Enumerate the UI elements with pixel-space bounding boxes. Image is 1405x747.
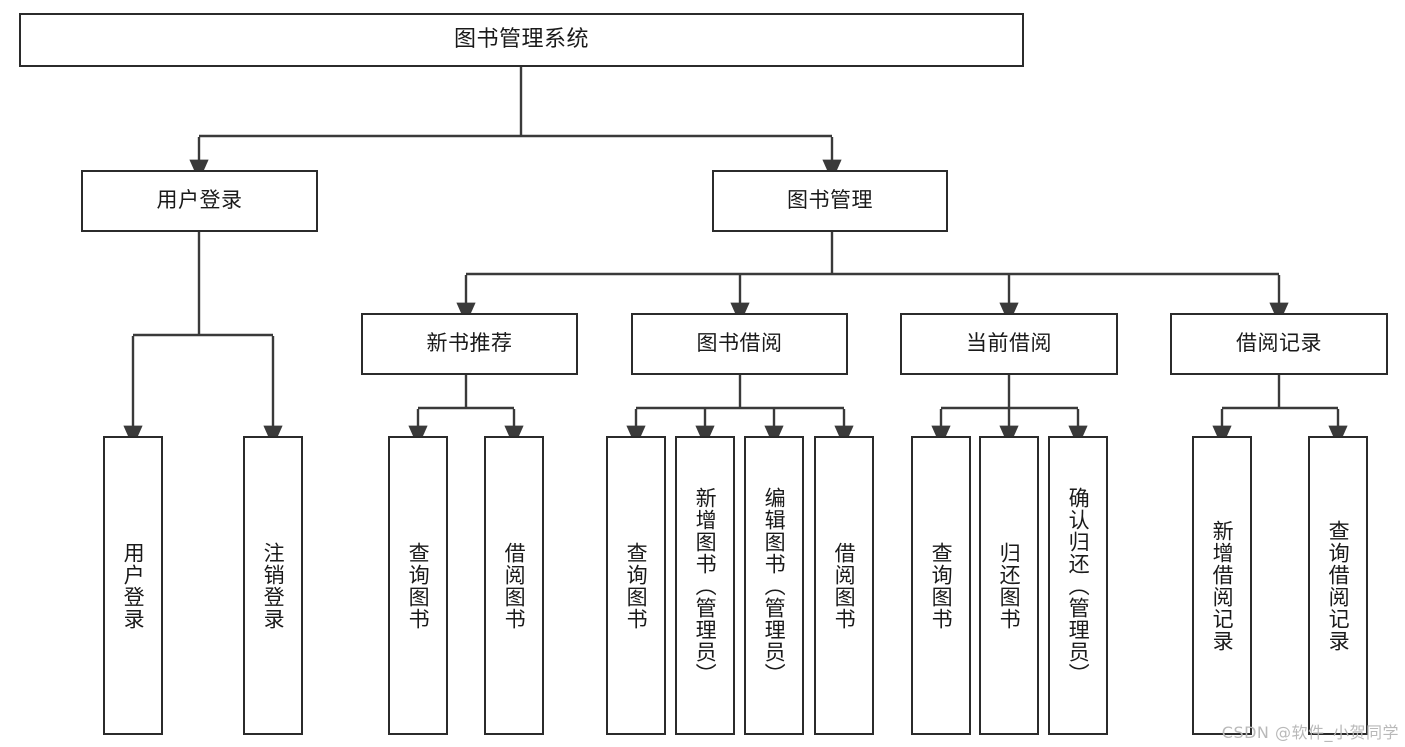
node-leaf-add-book-label: 新增图书（管理员） xyxy=(693,486,718,685)
node-current-borrow[interactable]: 当前借阅 xyxy=(900,313,1118,375)
node-current-borrow-label: 当前借阅 xyxy=(966,331,1052,356)
node-leaf-query-book-1[interactable]: 查询图书 xyxy=(388,436,448,735)
node-leaf-query-record-label: 查询借阅记录 xyxy=(1326,519,1351,652)
node-leaf-borrow-book-1[interactable]: 借阅图书 xyxy=(484,436,544,735)
node-leaf-return-book-label: 归还图书 xyxy=(997,541,1022,630)
node-leaf-return-book[interactable]: 归还图书 xyxy=(979,436,1039,735)
node-leaf-add-book[interactable]: 新增图书（管理员） xyxy=(675,436,735,735)
node-new-book-recommend-label: 新书推荐 xyxy=(426,331,513,356)
node-root[interactable]: 图书管理系统 xyxy=(19,13,1024,67)
node-leaf-query-book-1-label: 查询图书 xyxy=(406,541,431,630)
node-user-login[interactable]: 用户登录 xyxy=(81,170,318,232)
node-new-book-recommend[interactable]: 新书推荐 xyxy=(361,313,578,375)
node-leaf-borrow-book-2[interactable]: 借阅图书 xyxy=(814,436,874,735)
node-leaf-edit-book[interactable]: 编辑图书（管理员） xyxy=(744,436,804,735)
node-leaf-user-login-label: 用户登录 xyxy=(121,541,146,630)
node-book-manage-label: 图书管理 xyxy=(787,188,873,213)
node-book-manage[interactable]: 图书管理 xyxy=(712,170,948,232)
node-leaf-add-record-label: 新增借阅记录 xyxy=(1210,519,1235,652)
node-borrow-record-label: 借阅记录 xyxy=(1236,331,1322,356)
node-leaf-user-logout[interactable]: 注销登录 xyxy=(243,436,303,735)
node-leaf-borrow-book-2-label: 借阅图书 xyxy=(832,541,857,630)
node-leaf-borrow-book-1-label: 借阅图书 xyxy=(502,541,527,630)
node-leaf-query-book-3-label: 查询图书 xyxy=(929,541,954,630)
node-leaf-add-record[interactable]: 新增借阅记录 xyxy=(1192,436,1252,735)
node-user-login-label: 用户登录 xyxy=(156,188,243,213)
node-root-label: 图书管理系统 xyxy=(453,26,589,52)
node-leaf-edit-book-label: 编辑图书（管理员） xyxy=(762,486,787,685)
node-leaf-query-record[interactable]: 查询借阅记录 xyxy=(1308,436,1368,735)
node-leaf-query-book-2-label: 查询图书 xyxy=(624,541,649,630)
node-leaf-query-book-2[interactable]: 查询图书 xyxy=(606,436,666,735)
node-book-borrow-label: 图书借阅 xyxy=(696,331,783,356)
node-leaf-user-login[interactable]: 用户登录 xyxy=(103,436,163,735)
watermark: CSDN @软件_小贺同学 xyxy=(1221,723,1399,742)
node-book-borrow[interactable]: 图书借阅 xyxy=(631,313,848,375)
node-leaf-user-logout-label: 注销登录 xyxy=(261,541,286,630)
node-leaf-query-book-3[interactable]: 查询图书 xyxy=(911,436,971,735)
node-borrow-record[interactable]: 借阅记录 xyxy=(1170,313,1388,375)
node-leaf-confirm-return[interactable]: 确认归还（管理员） xyxy=(1048,436,1108,735)
node-leaf-confirm-return-label: 确认归还（管理员） xyxy=(1066,486,1091,685)
